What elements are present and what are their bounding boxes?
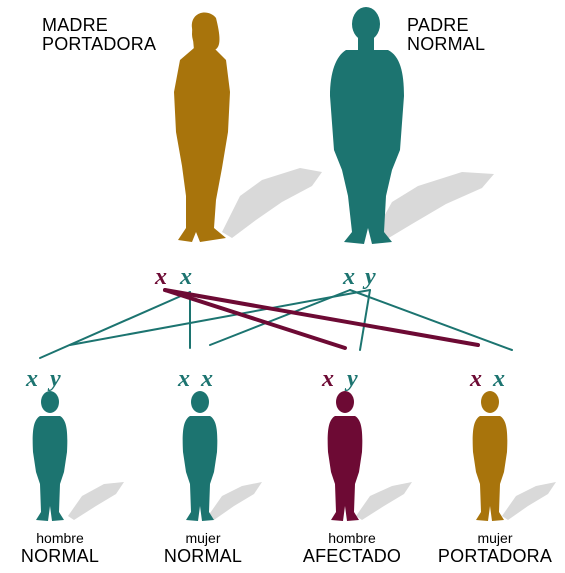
child2-shadow — [208, 482, 262, 520]
line-motherx1-child3 — [163, 288, 347, 350]
line-motherx1-child4 — [163, 288, 480, 347]
father-chromosome-1: x — [343, 264, 355, 290]
father-body — [330, 50, 404, 244]
child1-sex: hombre — [36, 530, 84, 546]
child1-figure — [32, 391, 68, 521]
child4-body — [472, 416, 508, 521]
mother-label: MADRE PORTADORA — [42, 16, 156, 54]
father-head — [352, 7, 380, 41]
child3-chromosome-2: y — [347, 366, 358, 392]
child4-status: PORTADORA — [437, 546, 553, 566]
child3-chromosome-1: x — [322, 366, 334, 392]
mother-chromosome-1: x — [155, 264, 167, 290]
child1-shadow — [68, 482, 124, 520]
father-figure — [330, 7, 404, 244]
mother-figure — [174, 12, 230, 242]
father-label: PADRE NORMAL — [407, 16, 485, 54]
child3-head — [336, 391, 354, 413]
father-label-line2: NORMAL — [407, 34, 486, 54]
mother-label-line2: PORTADORA — [42, 34, 157, 54]
child4-figure — [472, 391, 508, 521]
child2-chromosome-1: x — [178, 366, 190, 392]
mother-body — [174, 48, 230, 242]
child1-label: hombre NORMAL — [5, 530, 115, 567]
shadows — [68, 168, 556, 520]
child4-chromosome-2: x — [493, 366, 505, 392]
child3-shadow — [356, 482, 412, 520]
line-fatherx-child2 — [209, 289, 351, 346]
father-shadow — [372, 172, 494, 242]
mother-label-line1: MADRE — [42, 15, 109, 35]
child2-chromosome-2: x — [201, 366, 213, 392]
child3-status: AFECTADO — [302, 546, 402, 566]
child2-sex: mujer — [185, 530, 221, 546]
child2-body — [182, 416, 218, 521]
child4-chromosome-1: x — [470, 366, 482, 392]
mother-chromosome-2: x — [180, 264, 192, 290]
child3-label: hombre AFECTADO — [290, 530, 414, 567]
child4-head — [481, 391, 499, 413]
child2-status: NORMAL — [163, 546, 243, 566]
child4-shadow — [502, 482, 556, 520]
mother-hair — [191, 12, 220, 51]
connection-lines — [39, 288, 513, 359]
father-label-line1: PADRE — [407, 15, 469, 35]
child4-label: mujer PORTADORA — [432, 530, 558, 567]
child1-head — [41, 391, 59, 413]
line-fatherx-child4 — [349, 289, 513, 351]
child1-body — [32, 416, 68, 521]
child3-figure — [327, 391, 363, 521]
child3-sex: hombre — [328, 530, 376, 546]
children-figures — [32, 391, 508, 521]
child3-body — [327, 416, 363, 521]
child1-chromosome-1: x — [26, 366, 38, 392]
child4-sex: mujer — [477, 530, 513, 546]
child2-head — [191, 391, 209, 413]
line-fathery-child1 — [69, 289, 371, 346]
child2-label: mujer NORMAL — [148, 530, 258, 567]
line-motherx2-child1 — [39, 291, 191, 359]
mother-shadow — [222, 168, 322, 238]
child1-status: NORMAL — [20, 546, 100, 566]
father-neck — [358, 36, 374, 50]
father-chromosome-2: y — [365, 264, 376, 290]
child2-figure — [182, 391, 218, 521]
line-fathery-child3 — [359, 289, 371, 351]
child1-chromosome-2: y — [50, 366, 61, 392]
